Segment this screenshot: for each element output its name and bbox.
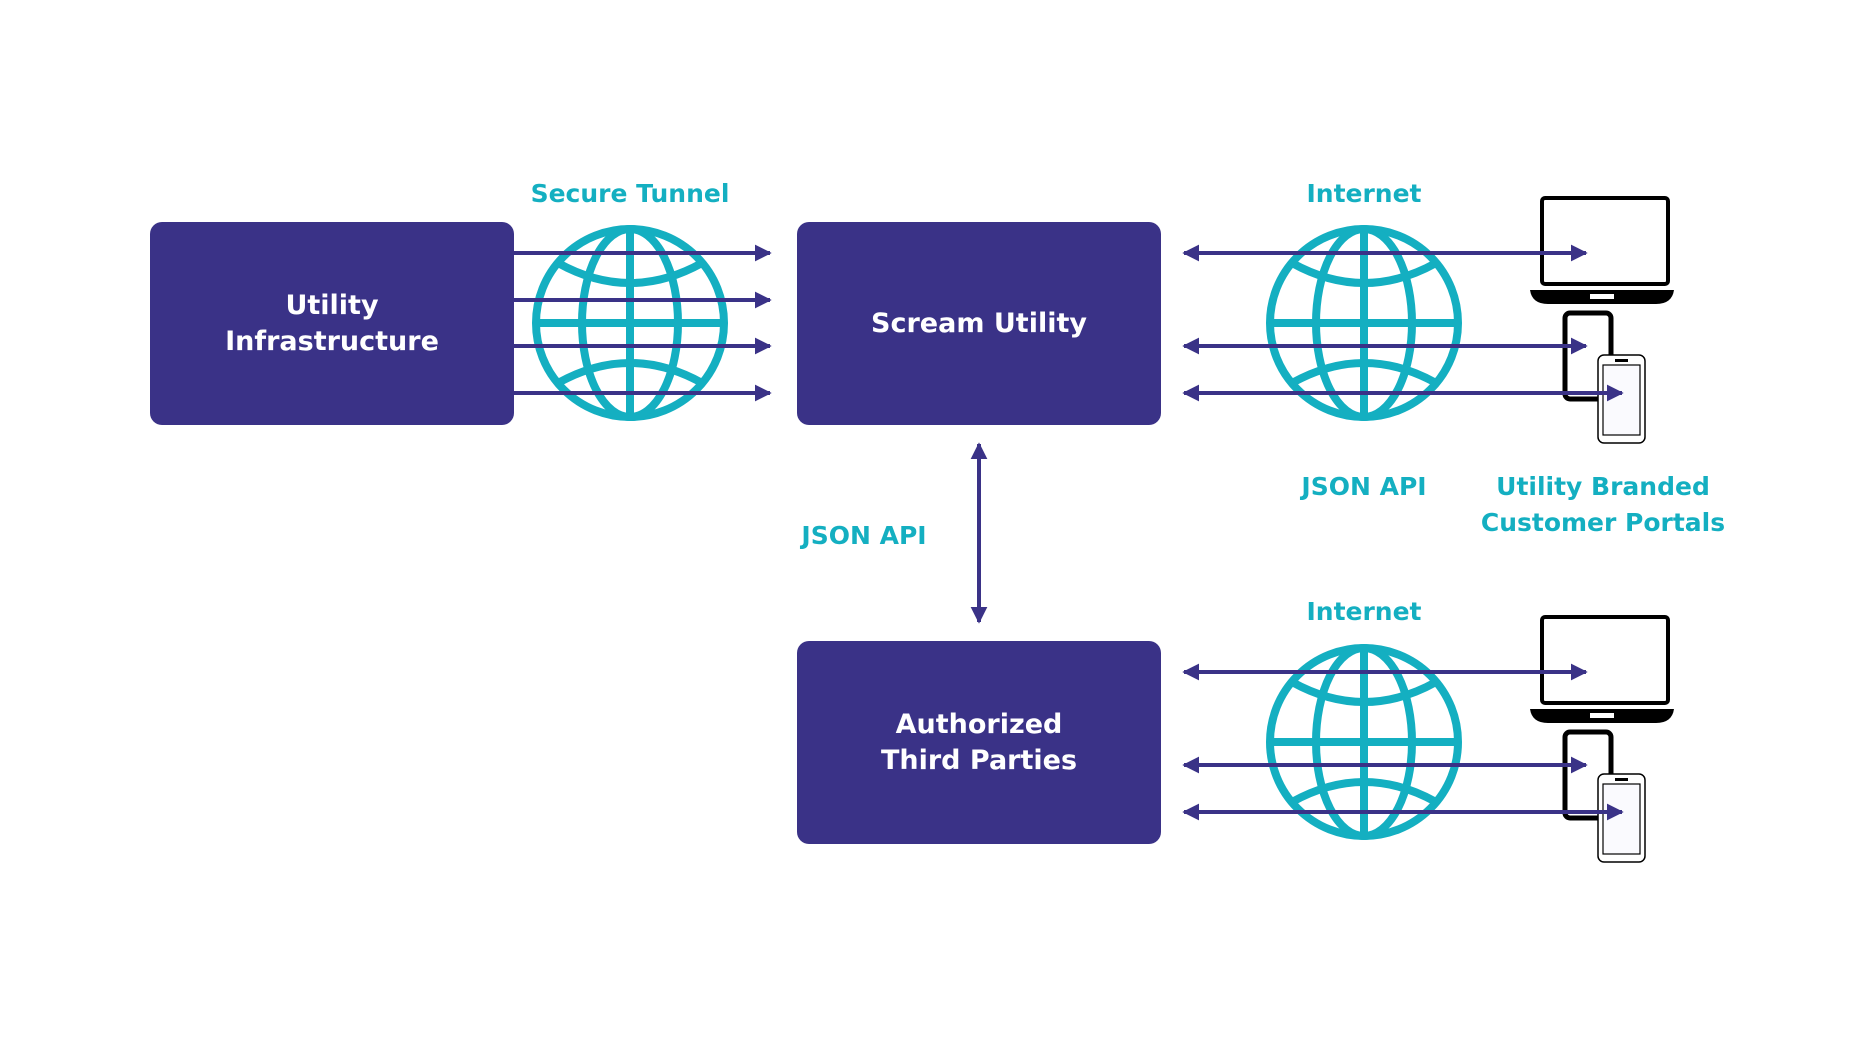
smartphone-icon: [1597, 354, 1646, 444]
node-label: Authorized: [895, 708, 1063, 740]
internet-label-bottom: Internet: [1306, 597, 1422, 626]
globe-icon: [1270, 229, 1458, 417]
globe-icon: [1270, 648, 1458, 836]
node-label: Third Parties: [880, 744, 1078, 776]
portals-label: Utility Branded Customer Portals: [1470, 469, 1736, 541]
globe-icon: [536, 229, 724, 417]
node-label: Scream Utility: [871, 307, 1087, 339]
utility-infrastructure-node: Utility Infrastructure: [150, 222, 514, 425]
smartphone-icon: [1597, 773, 1646, 863]
portals-label-line: Utility Branded: [1496, 472, 1710, 501]
internet-label-top: Internet: [1306, 179, 1422, 208]
secure-tunnel-label: Secure Tunnel: [530, 179, 730, 208]
json-api-label-vertical: JSON API: [801, 521, 927, 550]
portals-label-line: Customer Portals: [1480, 508, 1726, 537]
scream-utility-node: Scream Utility: [797, 222, 1161, 425]
json-api-label-right: JSON API: [1301, 472, 1427, 501]
node-label: Infrastructure: [225, 325, 439, 357]
node-label: Utility: [285, 289, 379, 321]
third-parties-node: Authorized Third Parties: [797, 641, 1161, 844]
